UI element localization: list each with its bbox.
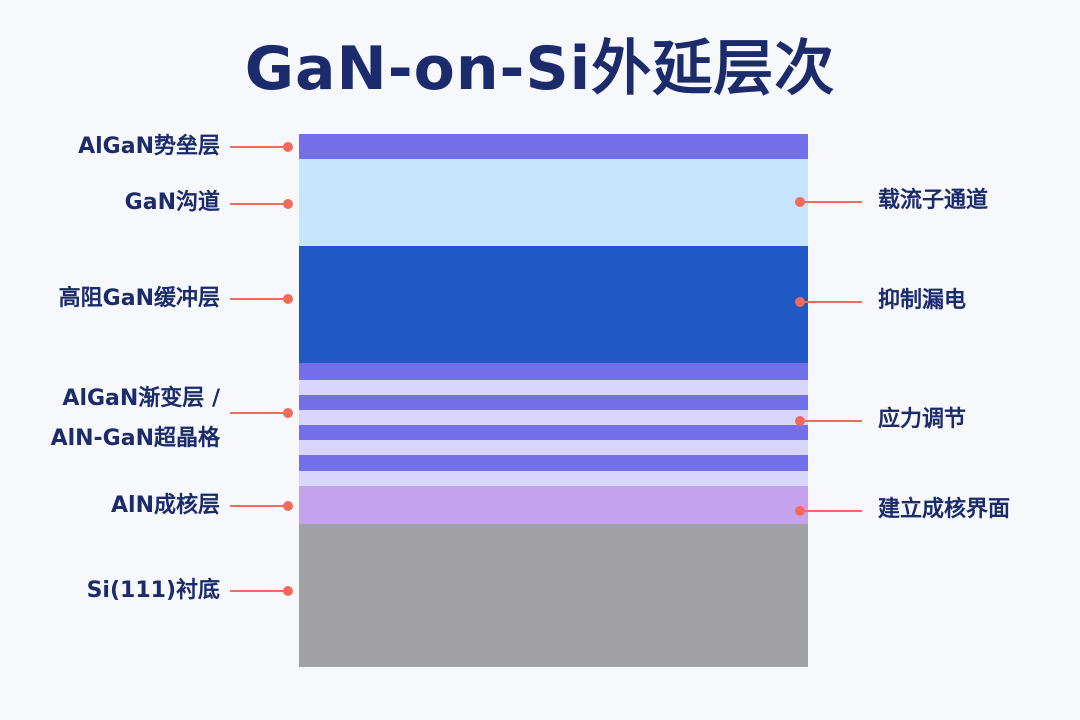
connector-line — [800, 510, 862, 512]
superlattice-stripe — [299, 395, 808, 410]
connector-line — [230, 298, 285, 300]
function-nucleation-interface: 建立成核界面 — [878, 497, 1011, 522]
si-substrate-layer — [299, 524, 808, 667]
connector-line — [230, 203, 285, 205]
superlattice-stripe — [299, 455, 808, 471]
connector-line — [800, 301, 862, 303]
connector-line — [800, 201, 862, 203]
label-gan-channel: GaN沟道 — [124, 190, 220, 215]
function-carrier-channel: 载流子通道 — [878, 188, 989, 213]
connector-line — [800, 420, 862, 422]
connector-dot — [283, 408, 293, 418]
aln-nucleation-layer — [299, 486, 808, 524]
transition-superlattice-layer — [299, 363, 808, 486]
connector-dot — [283, 142, 293, 152]
label-transition-line1: AlGaN渐变层 / — [62, 386, 220, 411]
function-suppress-leakage: 抑制漏电 — [878, 288, 967, 313]
diagram-title: GaN-on-Si外延层次 — [244, 34, 836, 104]
superlattice-stripe — [299, 380, 808, 395]
connector-dot — [283, 294, 293, 304]
superlattice-stripe — [299, 425, 808, 440]
label-si-substrate: Si(111)衬底 — [86, 578, 220, 603]
connector-dot — [283, 586, 293, 596]
superlattice-stripe — [299, 471, 808, 486]
connector-dot — [283, 501, 293, 511]
epitaxial-layer-stack — [299, 134, 808, 667]
label-transition-line2: AlN-GaN超晶格 — [50, 426, 220, 451]
label-algan-barrier: AlGaN势垒层 — [78, 134, 220, 159]
connector-line — [230, 590, 285, 592]
function-stress-control: 应力调节 — [878, 407, 967, 432]
connector-line — [230, 505, 285, 507]
algan-barrier-layer — [299, 134, 808, 159]
connector-line — [230, 146, 285, 148]
connector-dot — [283, 199, 293, 209]
superlattice-stripe — [299, 440, 808, 455]
gan-buffer-layer — [299, 246, 808, 363]
superlattice-stripe — [299, 363, 808, 380]
connector-line — [230, 412, 285, 414]
label-aln-nucleation: AlN成核层 — [111, 493, 220, 518]
gan-channel-layer — [299, 159, 808, 246]
superlattice-stripe — [299, 410, 808, 425]
label-gan-buffer: 高阻GaN缓冲层 — [58, 286, 220, 311]
